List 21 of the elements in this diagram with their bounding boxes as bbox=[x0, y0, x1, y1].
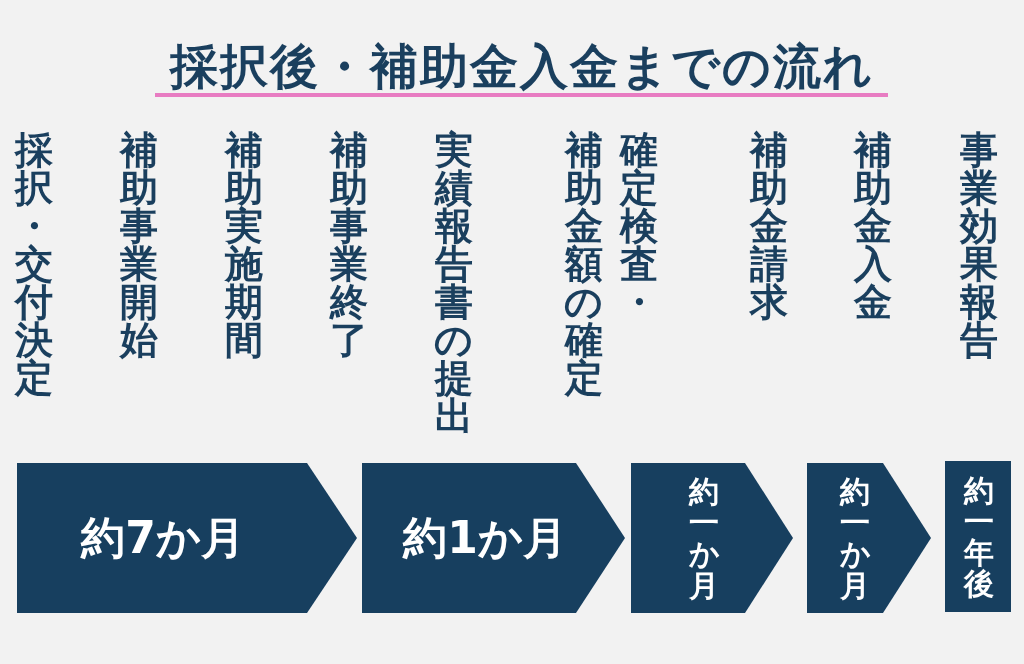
step-label: 補助金請求 bbox=[748, 131, 789, 321]
duration-label: 約1か月 bbox=[403, 513, 567, 563]
step-label: 補助金入金 bbox=[852, 131, 893, 321]
duration-label: 約一か月 bbox=[687, 475, 721, 601]
step-label: 確定検査・ bbox=[618, 131, 659, 321]
pentagon-box bbox=[17, 463, 357, 613]
pentagon-box bbox=[631, 463, 793, 613]
step-label: 採択・交付決定 bbox=[13, 131, 54, 397]
step-label: 実績報告書の提出 bbox=[433, 131, 475, 435]
duration-label: 約7か月 bbox=[81, 513, 245, 563]
duration-label: 約一か月 bbox=[838, 475, 872, 601]
pentagon-box bbox=[807, 463, 931, 613]
rectangle-box bbox=[945, 461, 1011, 612]
step-label: 補助実施期間 bbox=[223, 131, 264, 359]
step-label: 補助事業開始 bbox=[118, 131, 159, 359]
title: 採択後・補助金入金までの流れ bbox=[170, 42, 874, 90]
step-label: 事業効果報告 bbox=[958, 131, 999, 359]
duration-label: 約一年後 bbox=[962, 474, 995, 599]
step-label: 補助金額の確定 bbox=[563, 131, 605, 397]
pentagon-box bbox=[362, 463, 625, 613]
step-label: 補助事業終了 bbox=[328, 131, 369, 359]
